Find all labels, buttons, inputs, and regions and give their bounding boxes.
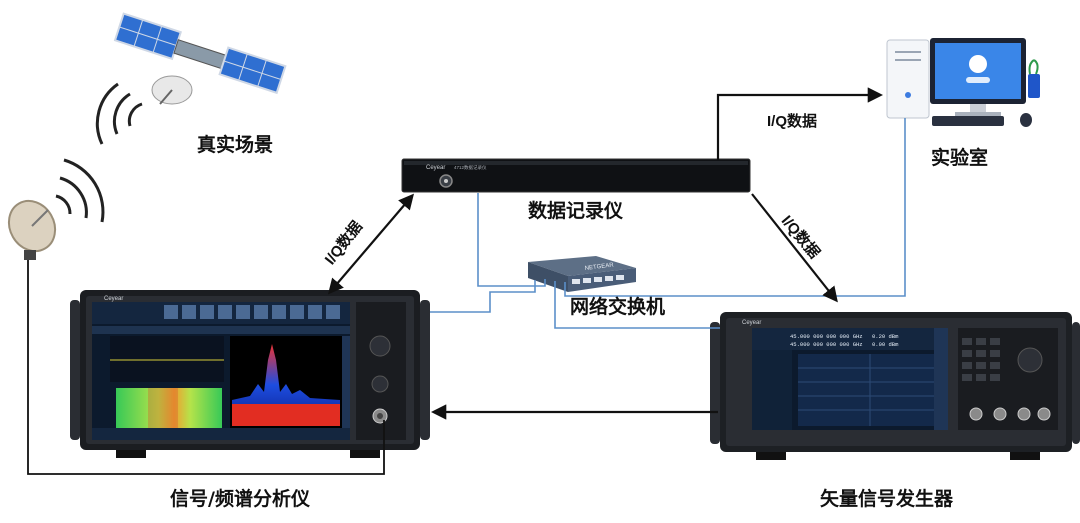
arrow-recorder-lab <box>716 87 884 160</box>
cable-switch-generator <box>554 281 720 329</box>
arrow-analyzer-recorder <box>327 193 415 295</box>
vector-signal-generator-device: 45.000 000 000 000 GHz 45.000 000 000 00… <box>710 312 1080 460</box>
generator-level-2: 0.00 dBm <box>872 341 899 348</box>
label-iq-top: I/Q数据 <box>767 113 818 130</box>
cable-recorder-switch <box>477 193 546 287</box>
label-data-recorder: 数据记录仪 <box>528 200 624 222</box>
antenna-cable <box>27 260 385 475</box>
network-switch-device: NETGEAR <box>528 256 636 292</box>
analyzer-brand: Ceyear <box>104 296 123 302</box>
label-network-switch: 网络交换机 <box>570 296 666 318</box>
data-arrows <box>327 87 884 420</box>
arrow-recorder-generator <box>751 193 838 303</box>
label-generator: 矢量信号发生器 <box>820 488 954 510</box>
generator-brand: Ceyear <box>742 320 761 326</box>
cable-analyzer-switch <box>430 280 536 313</box>
label-lab: 实验室 <box>931 147 989 169</box>
satellite-icon <box>113 12 287 105</box>
computer-icon <box>886 38 1040 127</box>
satellite-signal-waves <box>95 82 143 145</box>
recorder-brand: Ceyear <box>426 165 445 171</box>
network-cables <box>430 118 906 329</box>
dish-signal-waves <box>55 158 105 223</box>
label-analyzer: 信号/频谱分析仪 <box>170 488 310 510</box>
data-recorder-device: Ceyear 4712数据记录仪 <box>401 158 751 193</box>
label-real-scene: 真实场景 <box>197 134 274 156</box>
recorder-front-label: 4712数据记录仪 <box>454 164 487 171</box>
cable-switch-lab <box>564 118 906 297</box>
generator-level-1: 0.20 dBm <box>872 333 899 340</box>
spectrum-analyzer-device: Ceyear <box>70 290 430 458</box>
switch-brand: NETGEAR <box>585 262 615 272</box>
generator-freq-2: 45.000 000 000 000 GHz <box>790 341 863 348</box>
dish-antenna-icon <box>7 199 57 260</box>
generator-freq-1: 45.000 000 000 000 GHz <box>790 333 863 340</box>
